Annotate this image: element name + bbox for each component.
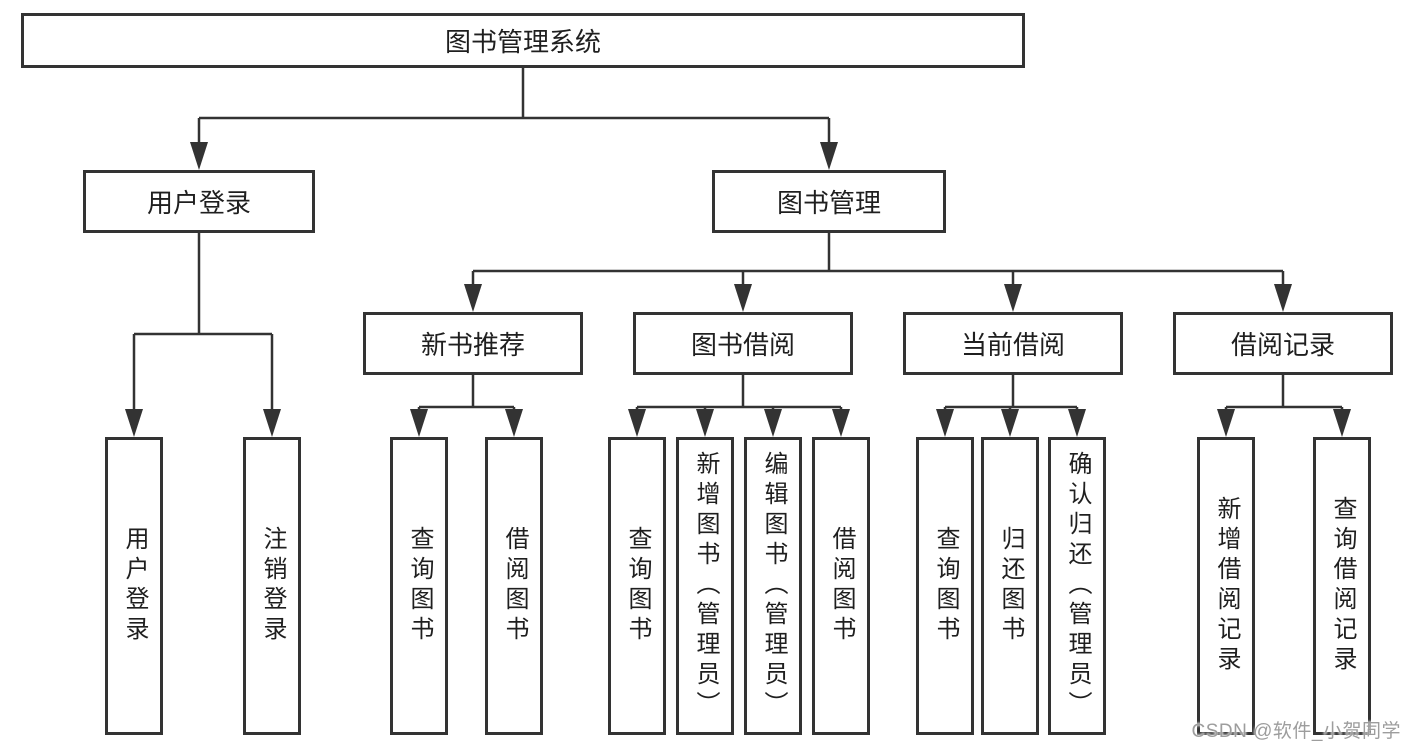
leaf-query-borrow-record: 查询借阅记录 <box>1313 437 1371 735</box>
leaf-label: 借阅图书 <box>828 526 855 646</box>
leaf-label: 借阅图书 <box>501 526 528 646</box>
leaf-query-books-borrow: 查询图书 <box>608 437 666 735</box>
node-label: 当前借阅 <box>960 330 1065 360</box>
leaf-edit-books-admin: 编辑图书（管理员） <box>744 437 802 735</box>
leaf-logout: 注销登录 <box>243 437 301 735</box>
node-book-management: 图书管理 <box>712 170 946 233</box>
leaf-label: 查询图书 <box>932 526 959 646</box>
node-label: 图书管理 <box>776 188 881 218</box>
leaf-return-books: 归还图书 <box>981 437 1039 735</box>
leaf-borrow-books-recommend: 借阅图书 <box>485 437 543 735</box>
leaf-label: 新增借阅记录 <box>1213 496 1240 676</box>
leaf-add-books-admin: 新增图书（管理员） <box>676 437 734 735</box>
node-label: 图书管理系统 <box>444 27 601 57</box>
node-user-login: 用户登录 <box>83 170 315 233</box>
leaf-query-books-recommend: 查询图书 <box>390 437 448 735</box>
leaf-label: 新增图书（管理员） <box>692 451 719 721</box>
node-label: 图书借阅 <box>690 330 795 360</box>
leaf-label: 查询图书 <box>624 526 651 646</box>
leaf-label: 注销登录 <box>259 526 286 646</box>
node-borrowing-records: 借阅记录 <box>1173 312 1393 375</box>
leaf-add-borrow-record: 新增借阅记录 <box>1197 437 1255 735</box>
watermark: CSDN @软件_小贺同学 <box>1191 721 1401 742</box>
leaf-label: 确认归还（管理员） <box>1064 451 1091 721</box>
leaf-label: 编辑图书（管理员） <box>760 451 787 721</box>
leaf-label: 用户登录 <box>121 526 148 646</box>
node-label: 用户登录 <box>146 188 251 218</box>
arrowhead-group <box>125 142 1351 437</box>
leaf-query-books-current: 查询图书 <box>916 437 974 735</box>
leaf-user-login: 用户登录 <box>105 437 163 735</box>
node-book-borrowing: 图书借阅 <box>633 312 853 375</box>
node-current-borrowing: 当前借阅 <box>903 312 1123 375</box>
leaf-label: 查询借阅记录 <box>1329 496 1356 676</box>
node-label: 借阅记录 <box>1230 330 1335 360</box>
leaf-confirm-return-admin: 确认归还（管理员） <box>1048 437 1106 735</box>
leaf-label: 归还图书 <box>997 526 1024 646</box>
leaf-label: 查询图书 <box>406 526 433 646</box>
node-label: 新书推荐 <box>420 330 525 360</box>
node-library-system: 图书管理系统 <box>21 13 1025 68</box>
node-new-book-recommendation: 新书推荐 <box>363 312 583 375</box>
leaf-borrow-books: 借阅图书 <box>812 437 870 735</box>
